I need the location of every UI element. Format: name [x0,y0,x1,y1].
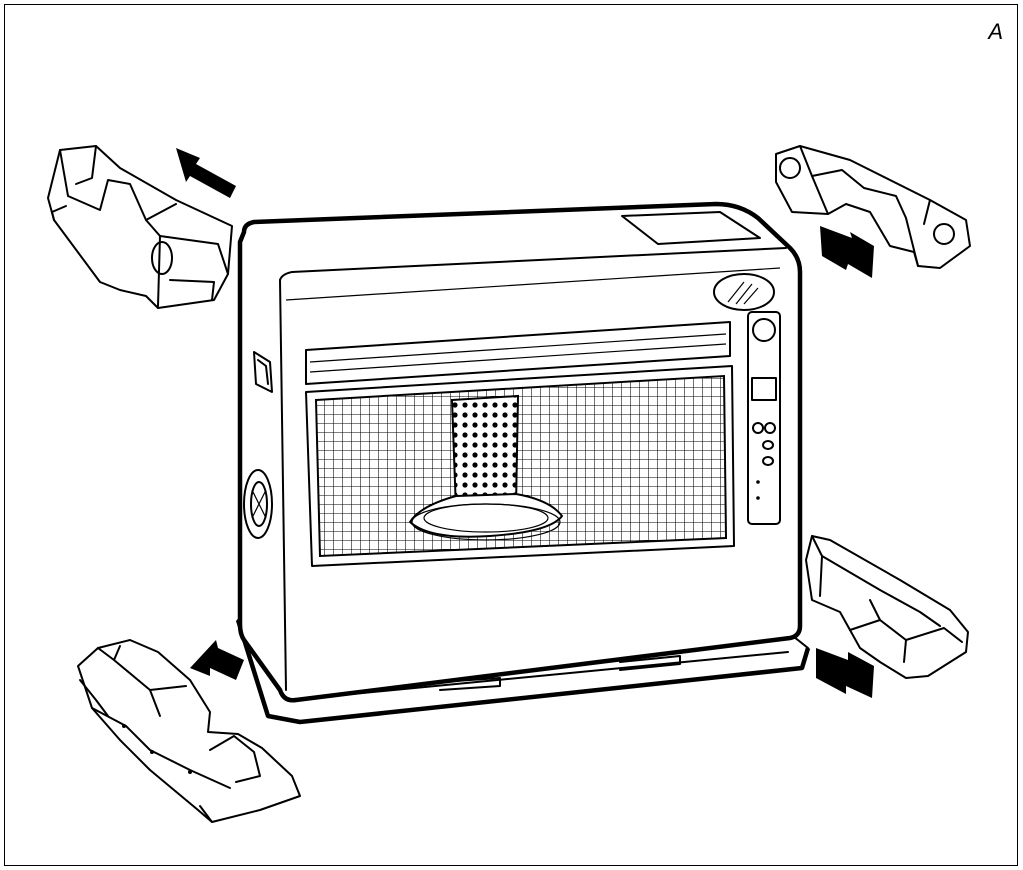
figure-label: A [988,19,1003,44]
packing-block-top-left [47,145,233,309]
heater-body [235,201,811,725]
arrow-up-right [820,226,874,278]
packing-block-bottom-left [77,639,301,823]
arrow-up-left [176,148,236,198]
packing-block-top-right [775,145,971,269]
arrow-down-right [816,648,874,698]
arrow-down-left [190,640,244,680]
packing-block-bottom-right [805,535,969,679]
